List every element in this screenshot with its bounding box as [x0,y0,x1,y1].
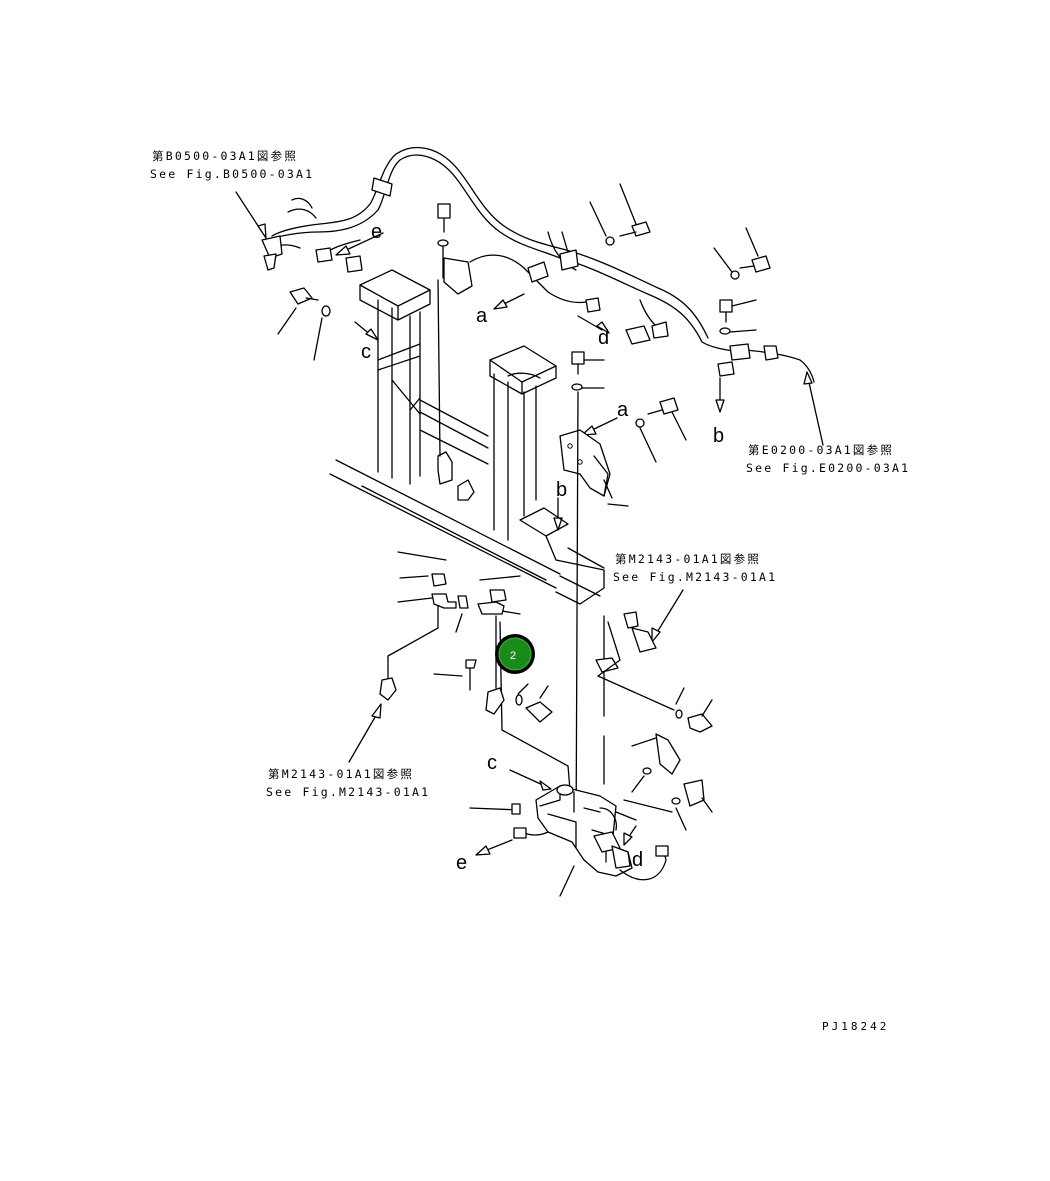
letter-c-top: c [361,341,371,363]
connection-arrows [335,232,725,856]
ref-e0200-jp: 第E0200-03A1図参照 [748,443,894,457]
callout-number: 2 [510,650,516,662]
bolts-and-washers [277,183,771,843]
ref-m2143-right-jp: 第M2143-01A1図参照 [615,552,761,566]
letter-c-bottom: c [487,752,497,774]
letter-d-bottom: d [632,849,643,871]
letter-a-mid: a [617,399,629,421]
letter-a-top: a [476,305,488,327]
callout-badge-2[interactable]: 2 [495,634,535,674]
ref-m2143-right-en: See Fig.M2143-01A1 [613,570,777,584]
wiring-harness [261,146,815,383]
letter-b-mid: b [556,479,567,501]
ref-b0500-en: See Fig.B0500-03A1 [150,167,314,181]
ref-m2143-left-en: See Fig.M2143-01A1 [266,785,430,799]
letter-e-bottom: e [456,852,467,874]
drawing-code: PJ18242 [822,1020,889,1033]
frame-structure [329,269,605,605]
valve-assembly [469,733,713,897]
linkage-parts [379,551,713,791]
letter-e-top: e [371,221,382,243]
ref-e0200-en: See Fig.E0200-03A1 [746,461,910,475]
reference-arrows [235,191,824,763]
ref-m2143-left-jp: 第M2143-01A1図参照 [268,767,414,781]
bracket-assembly [559,429,629,507]
ref-b0500-jp: 第B0500-03A1図参照 [152,149,298,163]
letter-d-top: d [598,327,609,349]
letter-b-right: b [713,425,724,447]
